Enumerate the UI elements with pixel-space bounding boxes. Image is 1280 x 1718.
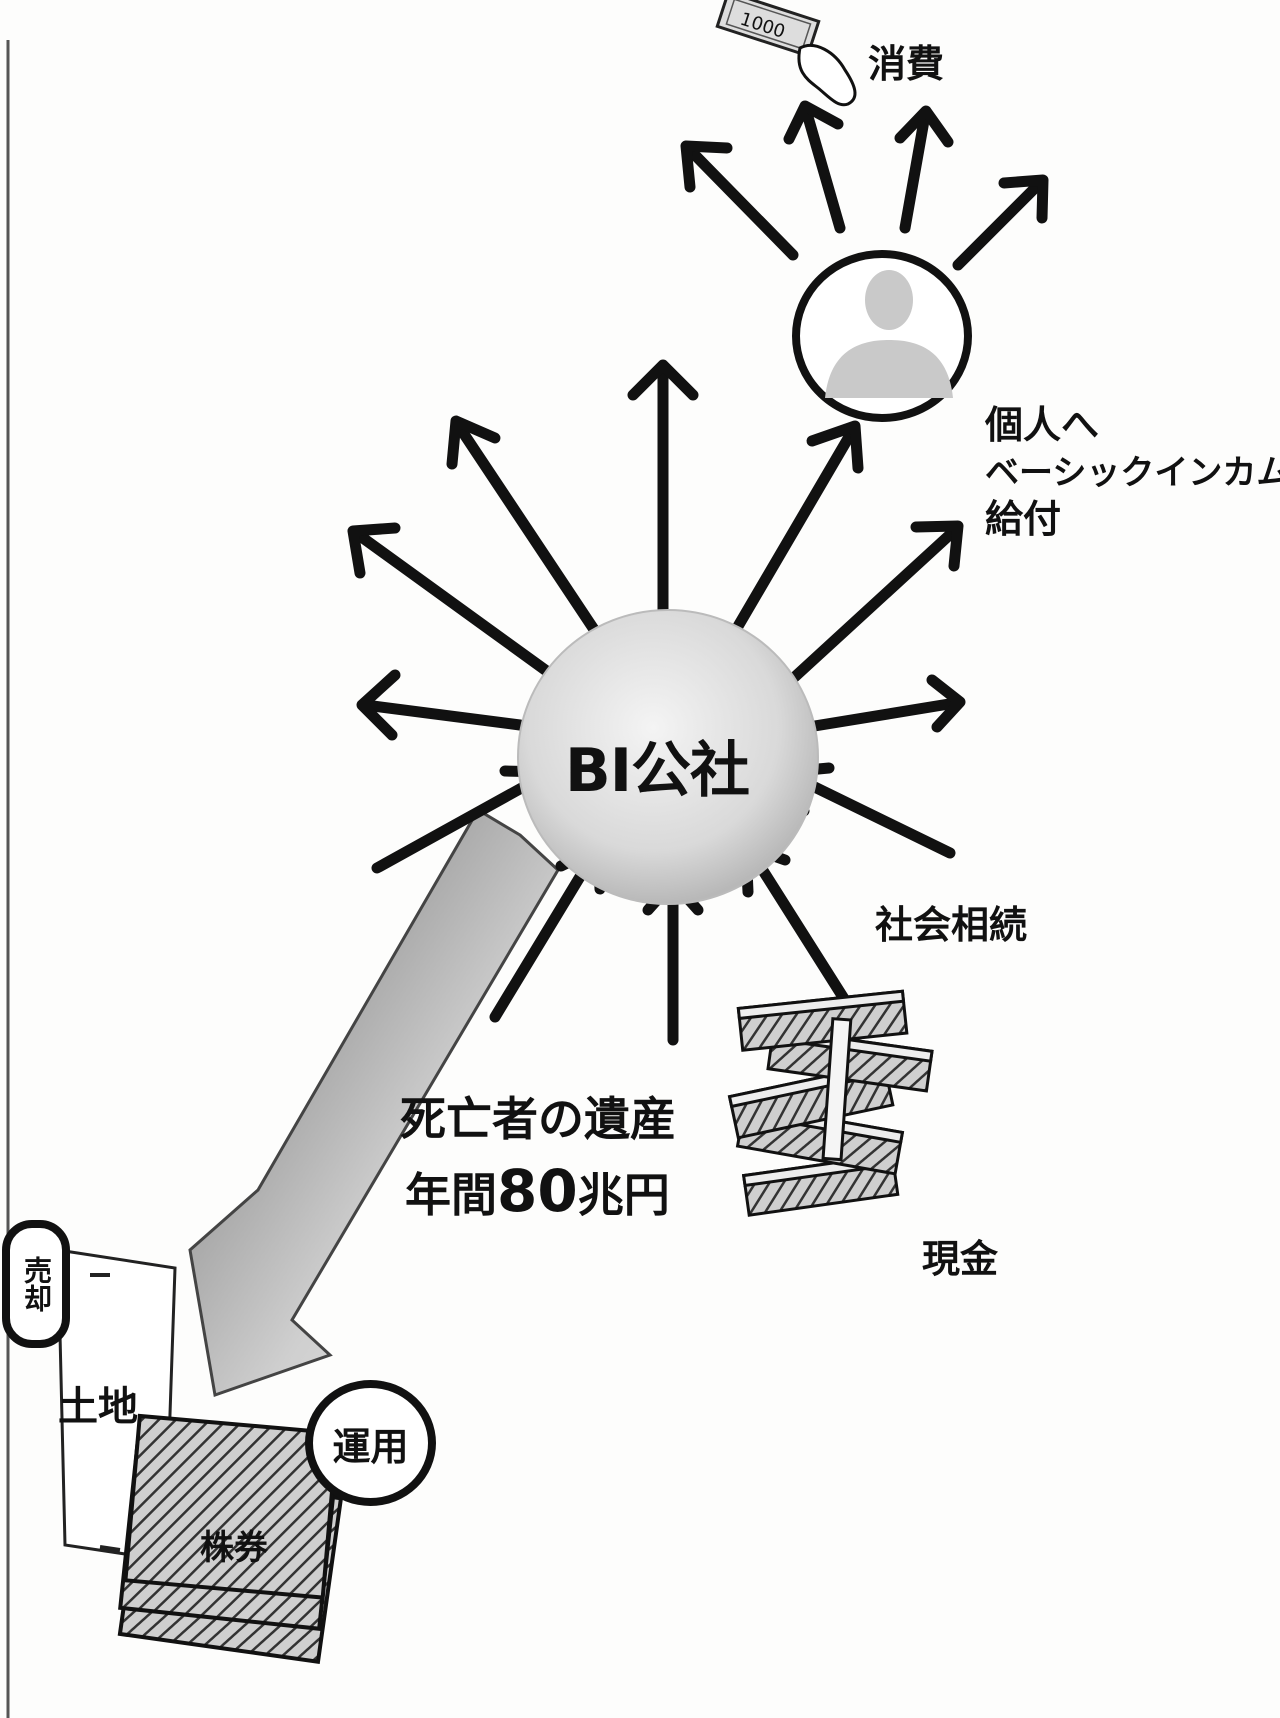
arrow-out-right (784, 674, 966, 736)
arrow-consume-4 (952, 174, 1049, 271)
arrow-consume-3 (894, 105, 954, 234)
page-edge (4, 39, 10, 1718)
management-label: 運用 (332, 1424, 409, 1469)
consumption-label: 消費 (868, 42, 945, 86)
arrow-out-to-individual (724, 420, 864, 646)
individual-label-line3: 給付 (985, 497, 1062, 541)
management-badge: 運用 (305, 1380, 436, 1506)
arrow-in-bottom (642, 876, 704, 1046)
person-icon (825, 270, 953, 398)
individual-label-line2: ベーシックインカム (985, 453, 1280, 493)
social-inheritance-label: 社会相続 (875, 903, 1028, 947)
outgoing-arrows (347, 359, 966, 741)
center-label: BI公社 (565, 736, 750, 806)
individual-label-line1: 個人へ (985, 403, 1100, 447)
estate-label-line1: 死亡者の遺産 (400, 1092, 676, 1146)
estate-prefix: 年間 (405, 1168, 497, 1222)
estate-label-line2: 年間80兆円 (405, 1160, 670, 1226)
estate-unit: 兆円 (577, 1168, 670, 1222)
estate-amount: 80 (497, 1157, 578, 1225)
arrow-out-upper-left (347, 522, 554, 678)
bi-corporation-node (517, 609, 819, 905)
sale-badge: 売却 (2, 1220, 70, 1348)
arrow-out-up-left (446, 415, 609, 649)
arrow-consume-1 (680, 140, 799, 261)
arrow-consume-2 (783, 100, 846, 234)
individual-node (792, 250, 972, 422)
cash-label: 現金 (922, 1237, 999, 1281)
stocks-label: 株券 (200, 1528, 268, 1568)
cash-stack-icon (727, 989, 934, 1217)
land-label: 土地 (58, 1384, 138, 1430)
arrow-out-left (356, 669, 526, 741)
sale-label: 売却 (20, 1256, 53, 1312)
consumption-arrows (680, 100, 1049, 271)
arrow-out-upper-right (769, 520, 964, 701)
arrow-out-up (627, 359, 699, 634)
big-arrow-to-assets (188, 807, 560, 1397)
stock-certificates-icon (117, 1413, 344, 1665)
banknote-hand-icon: 1000 (715, 0, 857, 107)
